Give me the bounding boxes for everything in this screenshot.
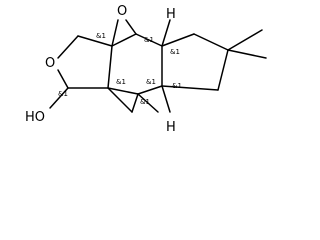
bond <box>135 33 163 47</box>
stereo-label: &1 <box>140 98 150 106</box>
stereo-label: &1 <box>58 90 68 98</box>
bond <box>107 87 139 95</box>
bond <box>161 85 219 91</box>
bond <box>193 33 229 51</box>
bond <box>57 35 79 59</box>
stereo-label: &1 <box>170 48 180 56</box>
bond <box>217 49 229 91</box>
bond <box>107 45 113 89</box>
stereo-labels: &1 &1 &1 &1 &1 &1 &1 &1 <box>58 32 182 106</box>
stereo-label: &1 <box>116 78 126 86</box>
stereo-label: &1 <box>144 36 154 44</box>
bond <box>137 85 163 95</box>
bond <box>125 19 137 35</box>
bond-lines <box>49 19 267 113</box>
bond <box>107 87 133 113</box>
bond <box>137 93 159 113</box>
bond <box>161 33 195 47</box>
bond <box>131 93 139 113</box>
bond <box>161 85 171 113</box>
epoxide-oxygen-label: O <box>117 4 127 19</box>
h-bottom-label: H <box>166 120 176 135</box>
bond <box>161 19 171 47</box>
molecule-structure: O O HO H H &1 &1 &1 &1 &1 &1 &1 &1 <box>25 4 267 135</box>
atom-labels: O O HO H H <box>25 4 176 135</box>
h-top-label: H <box>166 7 176 22</box>
bond <box>77 35 113 47</box>
stereo-label: &1 <box>96 32 106 40</box>
stereo-label: &1 <box>172 82 182 90</box>
ring-oxygen-label: O <box>45 56 55 71</box>
bond <box>111 33 137 47</box>
bond <box>111 19 119 47</box>
bond <box>49 87 69 109</box>
hydroxyl-label: HO <box>25 110 45 125</box>
structure-drawing: O O HO H H &1 &1 &1 &1 &1 &1 &1 &1 <box>25 4 267 135</box>
bond <box>57 69 69 89</box>
bond <box>227 29 263 51</box>
bond <box>227 49 267 59</box>
stereo-label: &1 <box>146 78 156 86</box>
